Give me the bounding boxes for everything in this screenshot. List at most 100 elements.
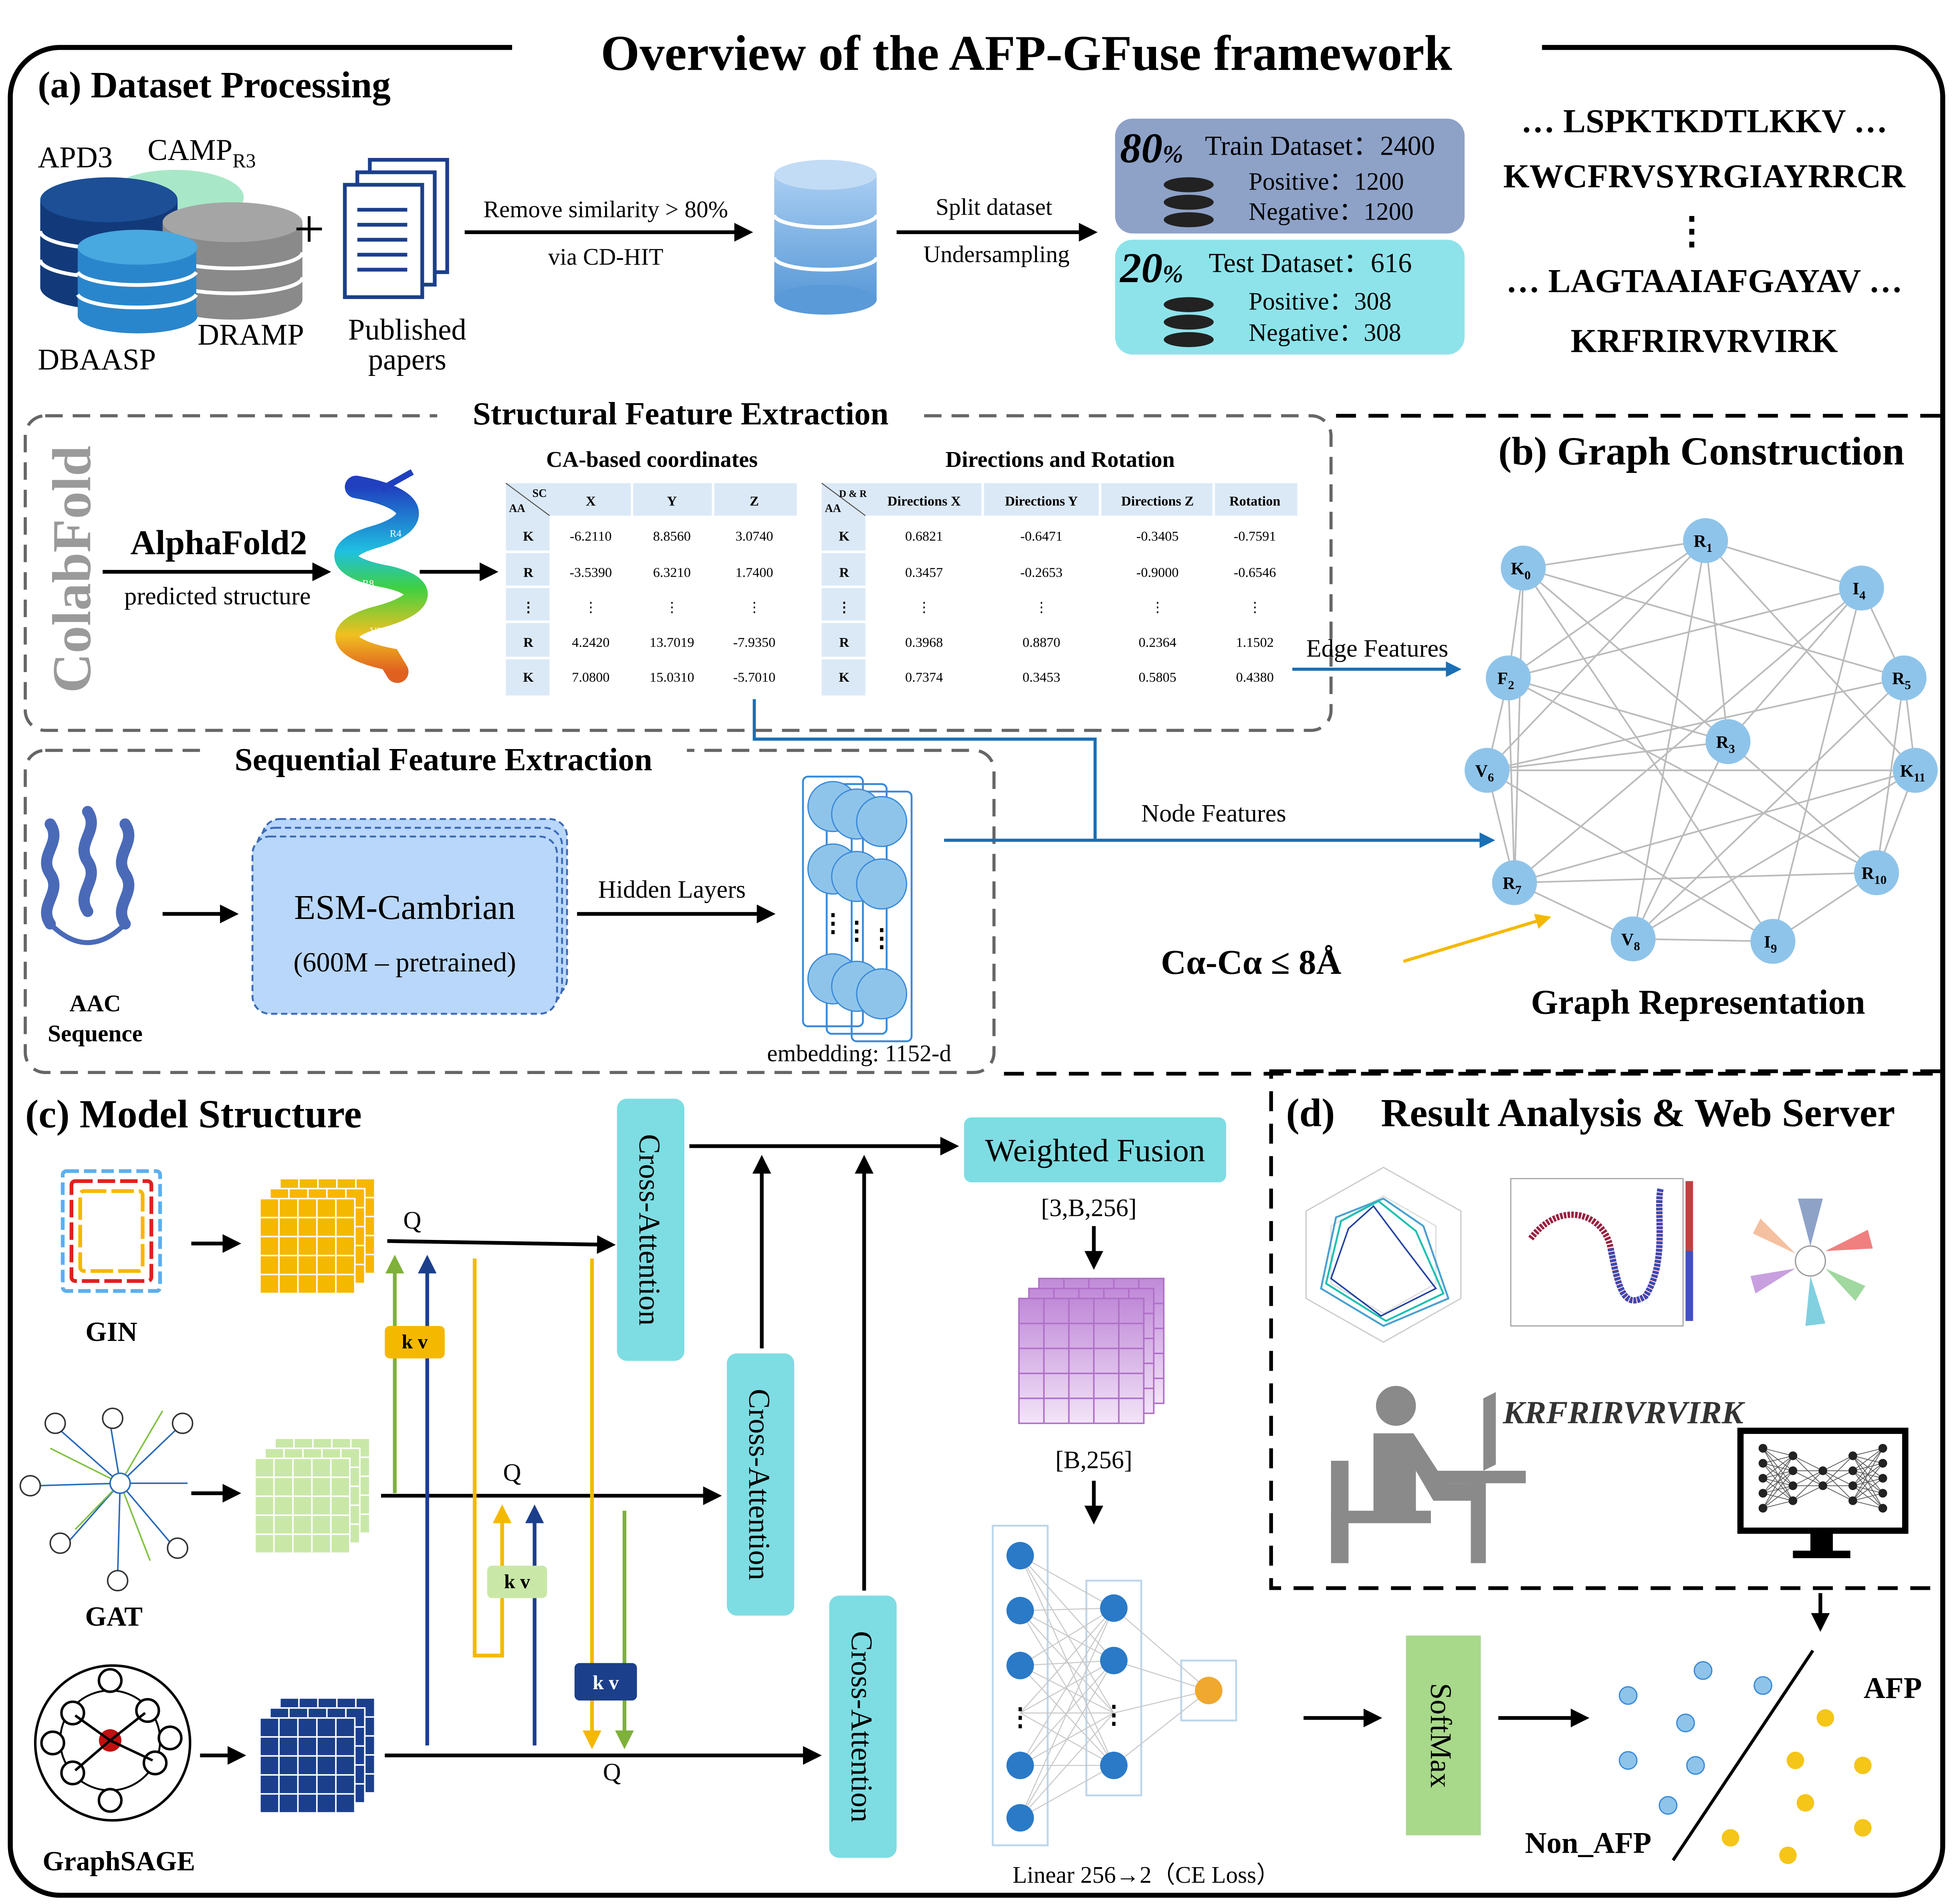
- threshold-arrow: [1403, 914, 1552, 963]
- gat-feature-grid: [254, 1438, 371, 1554]
- monitor-net-node: [1758, 1489, 1767, 1498]
- monitor-net-node: [1848, 1466, 1857, 1475]
- softmax-label: SoftMax: [1424, 1683, 1457, 1788]
- via-label: via CD-HIT: [548, 243, 664, 270]
- helix-structure-icon: R4 I5 R8 V9: [334, 469, 428, 683]
- dirs-col: Directions Y: [1005, 494, 1078, 509]
- sequential-title: Sequential Feature Extraction: [235, 741, 652, 777]
- graph-edge: [1772, 588, 1862, 942]
- embedding-label: embedding: 1152-d: [767, 1040, 951, 1066]
- graphsage-icon: [34, 1664, 192, 1822]
- kv-box-gat: [487, 1565, 547, 1598]
- train-dataset-box: 80% Train Dataset：2400 Positive：1200 Neg…: [1115, 118, 1465, 234]
- published-label-2: papers: [368, 343, 446, 376]
- classifier-mlp: ⋮⋮: [992, 1524, 1237, 1846]
- fused-dim-label: [B,256]: [1055, 1446, 1132, 1474]
- section-a-title: (a) Dataset Processing: [38, 65, 391, 106]
- test-label: Test Dataset：616: [1209, 248, 1412, 278]
- softmax-box: SoftMax: [1406, 1635, 1481, 1835]
- graph-node-label: R3: [1716, 733, 1735, 755]
- camp-label: CAMPR3: [147, 133, 256, 172]
- embedding-stack: ⋮ ⋮ ⋮: [802, 775, 913, 1042]
- plus-sign: +: [294, 198, 325, 259]
- graph-node: R7: [1492, 860, 1537, 905]
- structural-title: Structural Feature Extraction: [473, 396, 889, 432]
- cross-attention-label-2: Cross-Attention: [742, 1389, 776, 1580]
- monitor-icon: [1737, 1427, 1909, 1559]
- mlp-neuron: [1006, 1542, 1034, 1570]
- alphafold-label: AlphaFold2: [130, 523, 307, 562]
- linear-label: Linear 256→2（CE Loss）: [1013, 1862, 1280, 1888]
- database-cluster: [38, 170, 305, 333]
- monitor-net-node: [1788, 1451, 1798, 1460]
- non-afp-label: Non_AFP: [1525, 1826, 1652, 1860]
- monitor-net-node: [1878, 1444, 1887, 1453]
- graph-node-label: K0: [1511, 559, 1531, 582]
- esm-model-box: ESM-Cambrian (600M – pretrained): [251, 818, 568, 1015]
- afp-label: AFP: [1864, 1672, 1922, 1705]
- dirs-cell: 1.1502: [1236, 635, 1274, 650]
- monitor-net-node: [1818, 1466, 1828, 1475]
- kv-box-sage: [574, 1663, 637, 1701]
- graph-edge: [1633, 938, 1773, 943]
- graph-edge: [1727, 588, 1862, 742]
- graph-node-label: V6: [1475, 761, 1494, 784]
- kv-box-gin: [385, 1326, 445, 1359]
- graph-edge: [1705, 540, 1916, 771]
- weighted-fusion-label: Weighted Fusion: [985, 1132, 1205, 1168]
- section-b-title: (b) Graph Construction: [1498, 429, 1905, 473]
- coords-cell: -5.7010: [733, 670, 776, 685]
- graph-edge: [1705, 540, 1862, 589]
- sequence-dots: ⋮: [1673, 211, 1710, 252]
- graph-edge: [1487, 677, 1905, 771]
- tsne-plot-thumbnail: [1510, 1178, 1693, 1327]
- graph-node-label: R10: [1862, 864, 1887, 886]
- grid-layer: [1018, 1298, 1145, 1424]
- grid-layer: [259, 1717, 356, 1814]
- train-db-icon: [1164, 177, 1214, 228]
- graph-edge: [1876, 678, 1905, 873]
- graph-edge: [1487, 741, 1728, 771]
- dirs-cell: ⋮: [917, 600, 931, 615]
- grid-layer: [259, 1197, 356, 1294]
- radar-chart-thumbnail: [1305, 1167, 1462, 1343]
- graph-edge: [1514, 769, 1916, 884]
- sequential-panel: [24, 749, 996, 1074]
- coords-table: SC AA X Y Z K -6.2110 8.8560 3.0740 R -3…: [505, 483, 797, 696]
- kv-label-gin: k v: [402, 1331, 428, 1353]
- cross-attention-label-3: Cross-Attention: [845, 1631, 878, 1823]
- helix-label-i5: I5: [392, 556, 401, 567]
- cross-attention-label-1: Cross-Attention: [633, 1134, 666, 1326]
- graph-node: I4: [1839, 565, 1884, 611]
- graph-node: K11: [1892, 748, 1938, 793]
- coords-row-aa: R: [523, 565, 534, 580]
- dirs-cell: -0.9000: [1136, 565, 1179, 580]
- published-label-1: Published: [348, 313, 466, 346]
- graph-node: R1: [1683, 518, 1728, 563]
- graph-edges: [1486, 539, 1916, 943]
- cross-attention-1: Cross-Attention: [617, 1098, 684, 1361]
- coords-aa-header: AA: [509, 502, 525, 515]
- coords-cell: -6.2110: [570, 529, 611, 544]
- coords-cell: 8.8560: [653, 529, 691, 544]
- gat-icon: [19, 1407, 194, 1591]
- classification-scatter: [1618, 1650, 1872, 1864]
- graph-edge: [1508, 587, 1862, 679]
- monitor-net-node: [1878, 1459, 1887, 1468]
- section-d-label: (d): [1286, 1090, 1335, 1135]
- esm-label: ESM-Cambrian: [294, 888, 515, 927]
- merged-db-icon: [772, 160, 879, 315]
- graph-edge: [1727, 741, 1877, 874]
- graph-edge: [1705, 540, 1729, 742]
- papers-icon: [343, 158, 449, 299]
- helix-label-r4: R4: [390, 529, 402, 539]
- graph-node-label: I9: [1764, 933, 1777, 955]
- apd3-label: APD3: [38, 141, 113, 174]
- coords-row-aa: R: [523, 635, 534, 650]
- results-panel: [1269, 1069, 1945, 1590]
- dirs-col: Rotation: [1229, 494, 1280, 509]
- coords-cell: 15.0310: [650, 670, 694, 685]
- gin-label: GIN: [85, 1316, 137, 1347]
